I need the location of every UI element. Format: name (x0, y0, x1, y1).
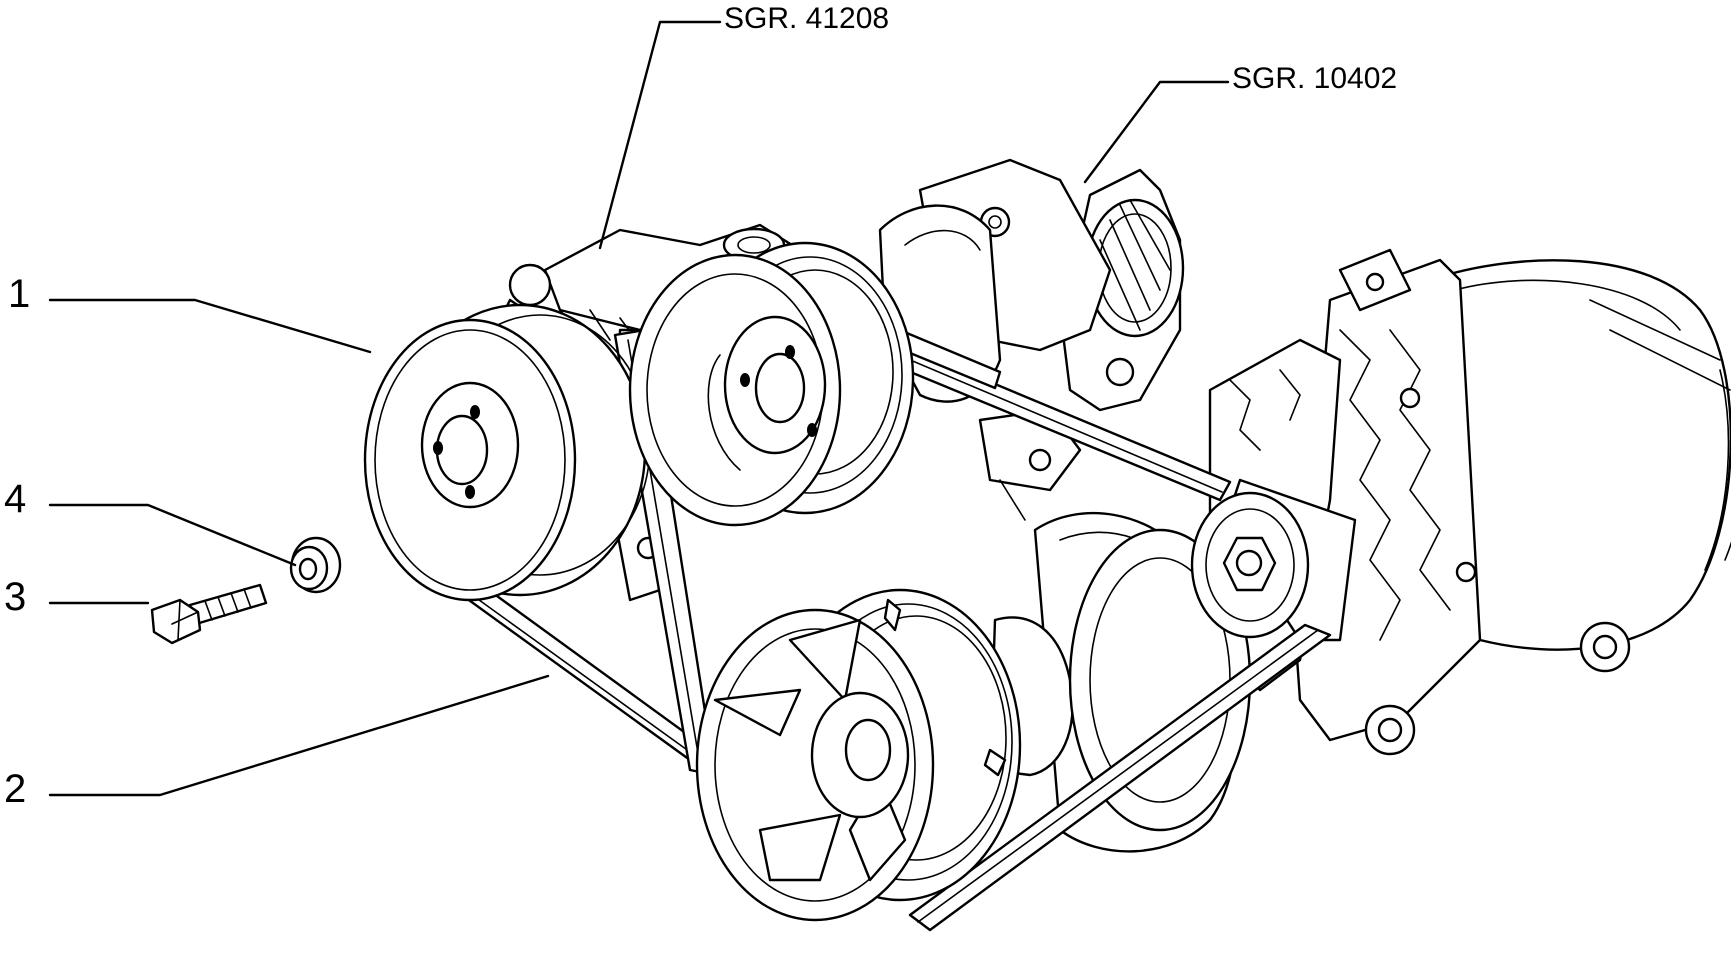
ref-sgr-10402: SGR. 10402 (1232, 62, 1397, 95)
callout-2: 2 (4, 767, 26, 811)
water-pump-pulley (363, 303, 651, 602)
idler-pulley (1190, 491, 1310, 639)
leader-sgr-10402 (1083, 80, 1230, 184)
washer (289, 536, 342, 594)
leader-2 (48, 674, 550, 797)
callout-3: 3 (4, 575, 26, 619)
upper-pulley (628, 241, 915, 527)
crankshaft-pulley (695, 588, 1022, 922)
leader-4 (48, 503, 297, 567)
labels: 1 4 3 2 SGR. 41208 SGR. 10402 (4, 2, 1397, 811)
ref-sgr-41208: SGR. 41208 (724, 2, 889, 35)
bolt (150, 583, 268, 645)
leader-1 (48, 298, 372, 354)
leader-lines (48, 20, 1230, 797)
leader-sgr-41208 (598, 20, 722, 250)
tensioner-bracket (878, 158, 1185, 521)
callout-1: 1 (8, 272, 30, 316)
callout-4: 4 (4, 477, 26, 521)
